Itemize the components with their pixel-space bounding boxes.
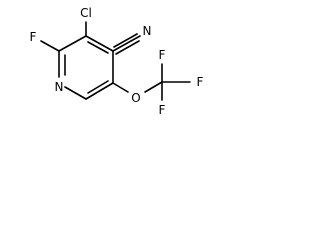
- ring-bond-c3-c4: [85, 35, 114, 52]
- chemical-structure: Cl F N N O F F F: [30, 6, 204, 117]
- bonds: [40, 21, 191, 101]
- nitrile-bond-3: [115, 40, 140, 55]
- nitrile-bond-2: [113, 33, 138, 48]
- atom-label-n-ring: N: [55, 80, 64, 94]
- atom-label-f-ring: F: [30, 30, 37, 44]
- ring-bond-c3-c4-double: [87, 41, 109, 54]
- nitrile-bond-1: [112, 35, 141, 52]
- atom-label-f-right: F: [197, 75, 204, 89]
- atom-label-f-top: F: [159, 48, 166, 62]
- ring-bond-c5-c6-double: [87, 80, 109, 94]
- atom-label-f-bottom: F: [159, 103, 166, 117]
- atom-label-o: O: [131, 91, 140, 105]
- substituent-bond-c5-o: [112, 82, 129, 93]
- ring-bond-c6-n: [64, 86, 87, 100]
- substituent-bond-f-ring: [40, 40, 60, 52]
- ring-bond-c5-c6: [85, 82, 114, 100]
- atom-label-n-nitrile: N: [143, 24, 152, 38]
- ring-bond-c2-c3: [58, 35, 87, 52]
- atom-label-cl: Cl: [80, 6, 92, 20]
- atom-labels: Cl F N N O F F F: [30, 6, 204, 117]
- substituent-bond-o-c: [144, 81, 163, 93]
